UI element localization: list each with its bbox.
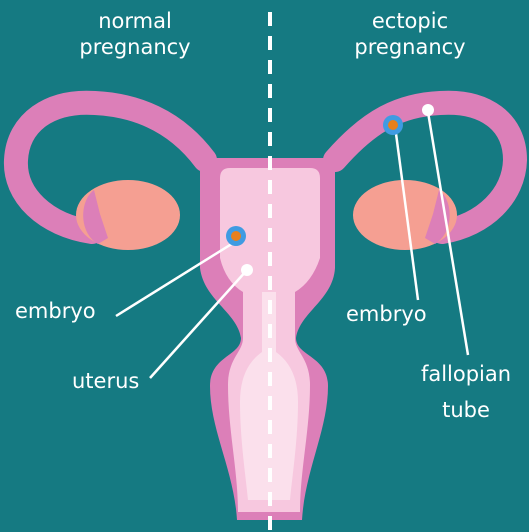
embryo-left-core [231, 231, 241, 241]
title-ectopic-line2: pregnancy [354, 34, 465, 60]
title-normal-line1: normal [79, 8, 190, 34]
title-normal-line2: pregnancy [79, 34, 190, 60]
fallopian-tube-marker [422, 104, 434, 116]
uterus-marker [241, 264, 253, 276]
left-ovary [76, 180, 180, 250]
title-ectopic-line1: ectopic [354, 8, 465, 34]
label-uterus: uterus [72, 368, 139, 394]
label-fallopian-tube: fallopian tube [421, 356, 511, 428]
label-embryo-normal: embryo [15, 298, 96, 324]
title-ectopic: ectopic pregnancy [354, 8, 465, 60]
label-fallopian-line2: tube [421, 392, 511, 428]
title-normal: normal pregnancy [79, 8, 190, 60]
embryo-right-core [388, 120, 398, 130]
label-embryo-ectopic: embryo [346, 301, 427, 327]
label-fallopian-line1: fallopian [421, 356, 511, 392]
